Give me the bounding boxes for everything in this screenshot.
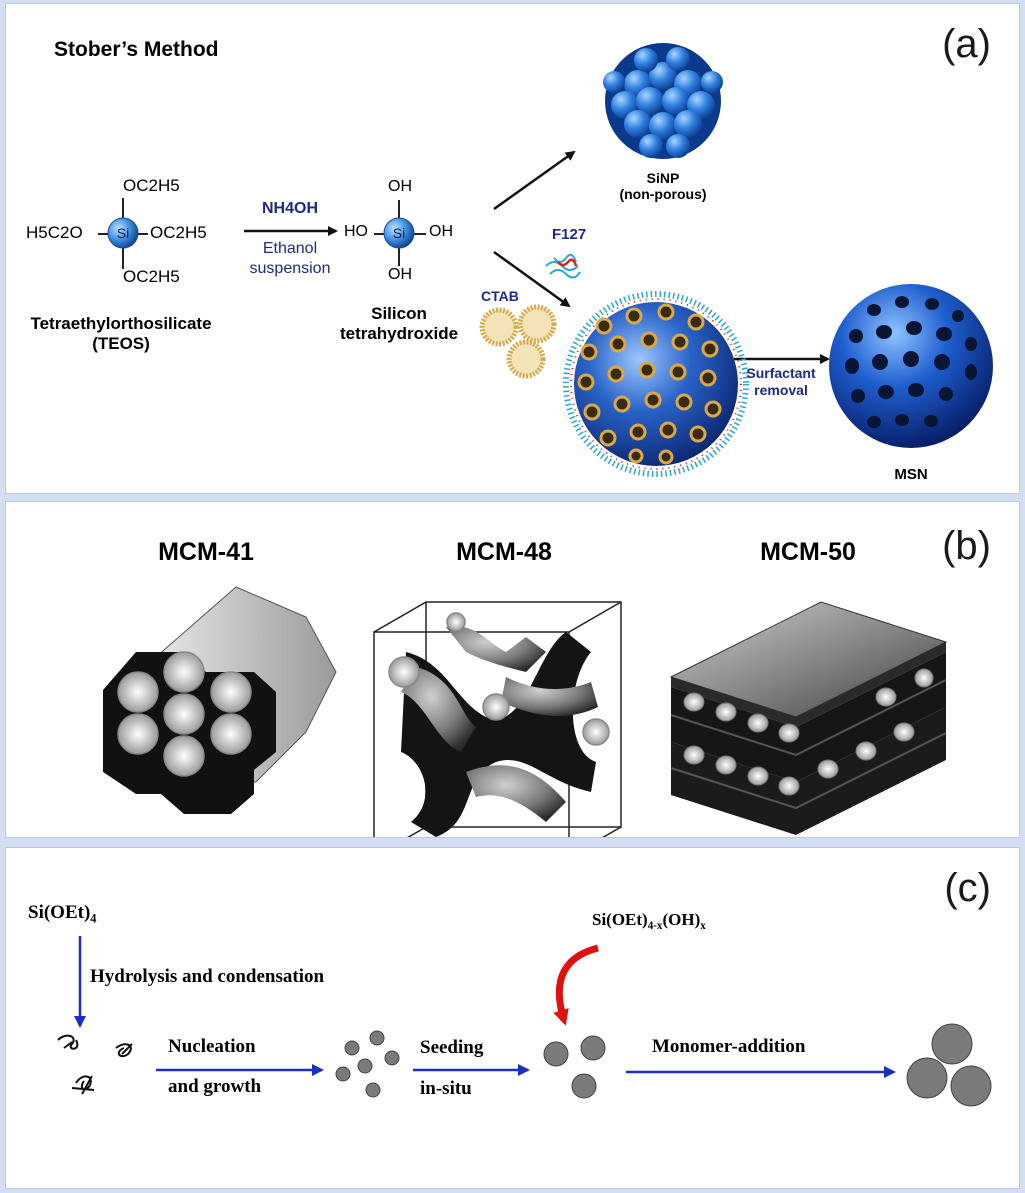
- teos-molecule: [98, 198, 148, 269]
- teos-right-group: OC2H5: [150, 223, 207, 242]
- seeding-label-line2: in-situ: [420, 1078, 472, 1099]
- hydroxide-top-group: OH: [388, 178, 412, 195]
- teos-left-group: H5C2O: [26, 223, 83, 242]
- panel-a-stober-method: (a) Stober’s Method: [5, 3, 1020, 494]
- panel-a-label: (a): [942, 22, 991, 66]
- sinp-label: SiNP: [646, 170, 680, 186]
- teos-name: Tetraethylorthosilicate: [30, 314, 212, 333]
- nucleation-label-line1: Nucleation: [168, 1036, 256, 1057]
- nuclei-particles: [335, 1030, 400, 1098]
- precursor-label: Si(OEt)4: [28, 902, 97, 926]
- nucleation-label-line2: and growth: [168, 1076, 262, 1097]
- sinp-cluster: [603, 43, 723, 159]
- silicon-tetrahydroxide-molecule: [374, 200, 426, 266]
- intermediate-curved-arrow: [553, 944, 599, 1026]
- ctab-micelles: [479, 304, 557, 379]
- sinp-sublabel: (non-porous): [619, 186, 707, 202]
- hydroxide-name-line2: tetrahydroxide: [339, 324, 459, 343]
- monomer-squiggles: [57, 1034, 133, 1095]
- mcm48-structure: [373, 601, 622, 837]
- panel-c-growth-mechanism: (c) Si(OEt)4 Hydrolysis and condensation…: [5, 847, 1020, 1189]
- f127-polymer-icon: [545, 253, 581, 279]
- panel-b-mcm-structures: (b) MCM-41 MCM-48 MCM-50: [5, 501, 1020, 838]
- ctab-label: CTAB: [481, 288, 519, 304]
- f127-label: F127: [552, 226, 587, 243]
- msn-particle: [829, 284, 993, 448]
- arrow-to-sinp: [493, 150, 576, 211]
- seeding-label-line1: Seeding: [420, 1037, 484, 1058]
- panel-b-label: (b): [942, 524, 991, 568]
- teos-top-group: OC2H5: [123, 176, 180, 195]
- surfactant-removal-line1: Surfactant: [746, 365, 816, 381]
- hydroxide-name-line1: Silicon: [371, 304, 427, 323]
- stober-title: Stober’s Method: [54, 38, 219, 61]
- solvent-label-line2: suspension: [249, 260, 331, 277]
- mcm50-title: MCM-50: [760, 538, 856, 566]
- panel-b-graphics: [103, 586, 948, 837]
- reagent-label: NH4OH: [261, 200, 318, 217]
- panel-c-graphics: [57, 936, 992, 1107]
- intermediate-label: Si(OEt)4-x(OH)x: [592, 910, 706, 932]
- arrow-to-mesoporous: [493, 250, 571, 308]
- templated-sphere: [563, 291, 749, 477]
- panel-a-graphics: [98, 43, 993, 477]
- surfactant-removal-line2: removal: [754, 382, 808, 398]
- hydroxide-bottom-group: OH: [388, 266, 412, 283]
- mcm41-structure: [103, 586, 337, 814]
- teos-abbrev: (TEOS): [92, 334, 150, 353]
- monomer-addition-label: Monomer-addition: [652, 1036, 806, 1057]
- panel-c-label: (c): [944, 866, 991, 910]
- hydroxide-left-group: HO: [344, 223, 368, 240]
- hydroxide-right-group: OH: [429, 223, 453, 240]
- mcm48-title: MCM-48: [456, 538, 552, 566]
- hydroxide-si-atom: Si: [392, 225, 406, 241]
- teos-si-atom: Si: [116, 225, 130, 241]
- mcm50-structure: [669, 601, 948, 835]
- msn-label: MSN: [894, 466, 928, 483]
- mcm41-title: MCM-41: [158, 538, 254, 566]
- teos-bottom-group: OC2H5: [123, 267, 180, 286]
- solvent-label-line1: Ethanol: [262, 240, 318, 257]
- hydrolysis-label: Hydrolysis and condensation: [90, 966, 325, 987]
- grown-particles: [906, 1023, 992, 1107]
- seed-particles: [543, 1035, 606, 1099]
